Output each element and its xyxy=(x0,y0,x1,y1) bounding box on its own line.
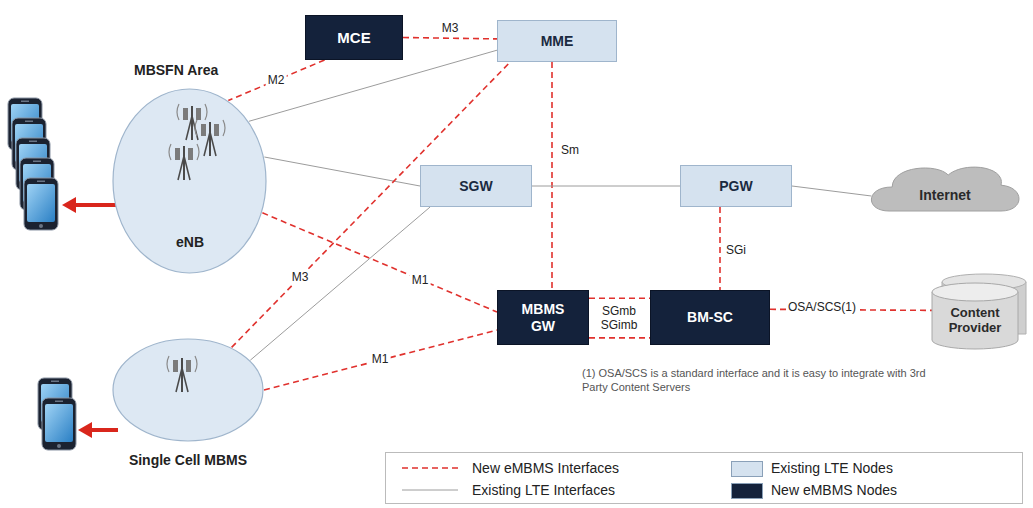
node-box: MBMS GW xyxy=(497,290,589,345)
antenna-panel xyxy=(188,148,193,160)
area-label: Single Cell MBMS xyxy=(112,452,264,468)
antenna-symbol xyxy=(167,356,197,392)
antenna-panel xyxy=(183,108,188,120)
node-box: SGW xyxy=(420,165,532,207)
node-label: MME xyxy=(541,33,574,49)
embms-interface xyxy=(403,38,497,39)
ellipse-outline xyxy=(112,338,264,442)
antenna-symbol xyxy=(169,144,199,180)
legend-line xyxy=(402,467,458,469)
interface-label: Sm xyxy=(559,143,581,157)
node-box: MCE xyxy=(305,15,403,60)
legend-line-sample xyxy=(400,482,460,498)
content-store: Content Provider xyxy=(930,272,1028,352)
radio-wave xyxy=(169,144,199,160)
legend-text: Existing LTE Nodes xyxy=(771,460,893,476)
interface-label: SGimb xyxy=(599,318,640,332)
radio-wave xyxy=(195,120,225,136)
embms-interface xyxy=(264,330,497,390)
ellipse-svg xyxy=(112,338,264,442)
footnote-text: (1) OSA/SCS is a standard interface and … xyxy=(582,366,952,394)
interface-label: SGi xyxy=(724,243,748,257)
area-label: eNB xyxy=(176,234,204,250)
lte-interface xyxy=(532,186,680,187)
legend-swatch xyxy=(731,483,763,499)
node-label: Content Provider xyxy=(949,306,1002,336)
antenna-panel xyxy=(173,360,178,372)
node-box: MME xyxy=(497,20,617,62)
antenna-symbol xyxy=(177,104,207,140)
node-label: Internet xyxy=(919,187,970,203)
area-ellipse: Single Cell MBMS xyxy=(112,338,264,478)
broadcast-arrows xyxy=(62,197,118,438)
legend-swatch xyxy=(731,461,763,477)
node-box: BM-SC xyxy=(650,290,770,345)
embms-interface xyxy=(228,60,324,101)
node-label: SGW xyxy=(459,178,492,194)
radio-wave xyxy=(177,104,207,120)
lte-interface xyxy=(264,157,420,186)
interface-label: M1 xyxy=(370,352,391,366)
embms-interface xyxy=(589,297,650,299)
area-label: MBSFN Area xyxy=(134,62,218,78)
antenna-mast xyxy=(209,122,211,156)
legend-text: Existing LTE Interfaces xyxy=(472,482,615,498)
lte-interface xyxy=(792,186,871,196)
antenna-panel xyxy=(201,124,206,136)
antenna-panel xyxy=(214,124,219,136)
area-ellipse: MBSFN Area eNB xyxy=(112,60,267,274)
interface-label: OSA/SCS(1) xyxy=(786,300,858,314)
antenna-panel xyxy=(196,108,201,120)
interface-label: M3 xyxy=(440,21,461,35)
lte-interface xyxy=(249,50,497,121)
lte-interface xyxy=(250,207,430,360)
interface-label: M1 xyxy=(410,273,431,287)
interface-label: SGmb xyxy=(600,304,638,318)
area-outline xyxy=(113,89,266,273)
node-box: PGW xyxy=(680,165,792,207)
embms-interface xyxy=(551,62,553,290)
area-outline xyxy=(113,339,263,441)
interface-label: M2 xyxy=(266,73,287,87)
node-label: MCE xyxy=(337,29,370,46)
phones-group xyxy=(8,98,76,450)
antenna-panel xyxy=(175,148,180,160)
antenna-mast xyxy=(191,106,193,140)
node-label: PGW xyxy=(719,178,752,194)
legend-text: New eMBMS Interfaces xyxy=(472,460,619,476)
legend-text: New eMBMS Nodes xyxy=(771,482,897,498)
antenna-mast xyxy=(181,358,183,392)
cylinder-front-top xyxy=(932,283,1018,301)
antenna-panel xyxy=(186,360,191,372)
cloud-outline xyxy=(871,167,1019,211)
interface-label: M3 xyxy=(290,270,311,284)
legend-line xyxy=(402,490,458,491)
embms-interface xyxy=(262,213,497,312)
antenna-mast xyxy=(183,146,185,180)
node-label: BM-SC xyxy=(687,309,733,325)
legend-box: New eMBMS Interfaces Existing LTE NodesEx… xyxy=(385,452,1023,504)
embms-interface xyxy=(589,337,650,339)
embms-interface xyxy=(719,207,721,290)
node-label: MBMS GW xyxy=(522,301,565,333)
radio-wave xyxy=(167,356,197,372)
legend-line-sample xyxy=(400,460,460,476)
cloud-shape: Internet xyxy=(865,160,1025,220)
